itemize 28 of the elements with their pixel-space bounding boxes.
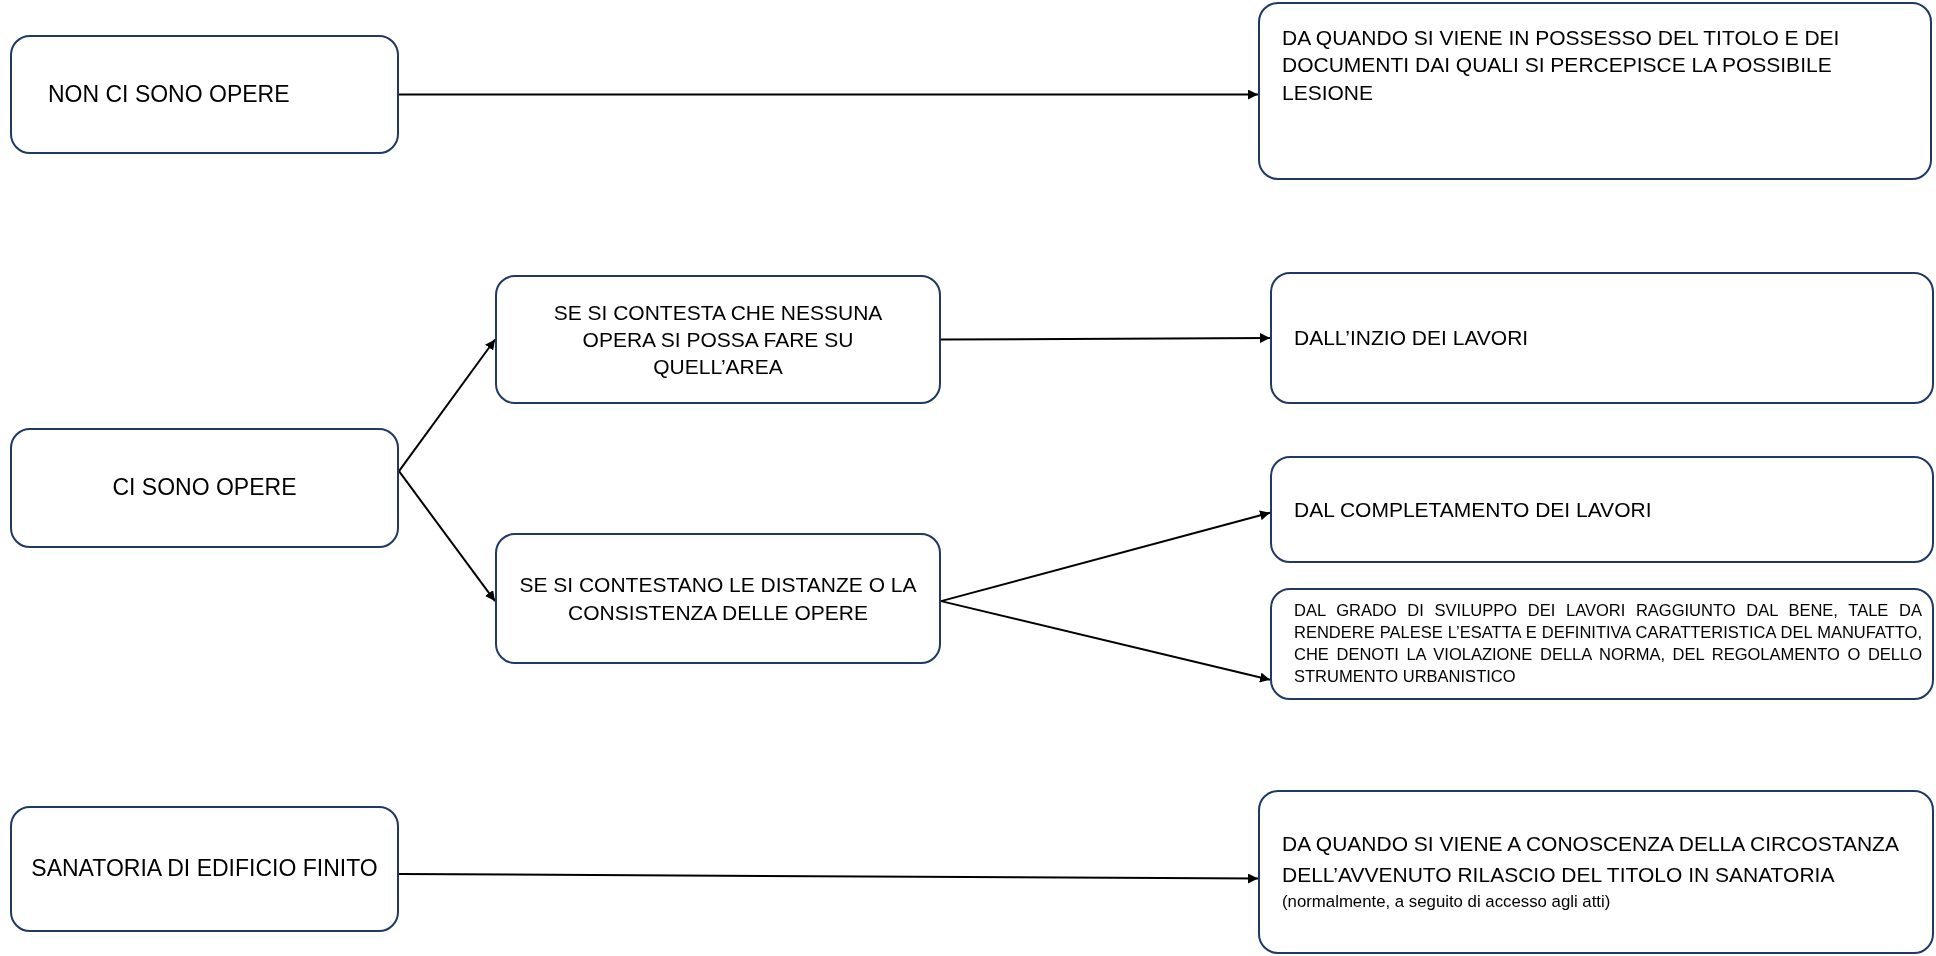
arrow [398, 89, 1259, 100]
box-text: DALL’INZIO DEI LAVORI [1294, 326, 1529, 350]
arrow [940, 600, 1271, 683]
arrow [398, 873, 1259, 884]
box-text: SE SI CONTESTA CHE NESSUNA OPERA SI POSSA FARE SU QUELL’AREA [553, 300, 883, 379]
process-box [10, 806, 399, 932]
process-box [495, 533, 941, 664]
box-text: SE SI CONTESTANO LE DISTANZE O LA CONSISTENZA DELLE OPERE [519, 573, 917, 624]
box-text: DAL GRADO DI SVILUPPO DEI LAVORI RAGGIUNTO DAL BENE, TALE DA RENDERE PALESE L’ESATTA E DEFINITIVA CARATTERISTICA DEL MANUFATTO, CHE DENOTI LA VIOLAZIONE DELLA NORMA, DEL REGOLAMENTO O DELLO STRUMENTO URBANISTICO [1294, 601, 1922, 685]
process-box [10, 428, 399, 548]
process-box [10, 35, 399, 154]
box-text: DAL COMPLETAMENTO DEI LAVORI [1294, 497, 1652, 521]
arrow [940, 333, 1271, 344]
process-box [1270, 588, 1934, 700]
box-text: (normalmente, a seguito di accesso agli atti) [1282, 892, 1611, 912]
box-text: NON CI SONO OPERE [48, 80, 290, 107]
arrow [940, 510, 1271, 603]
box-text: DA QUANDO SI VIENE IN POSSESSO DEL TITOLO E DEI DOCUMENTI DAI QUALI SI PERCEPISCE LA POSSIBILE LESIONE [1282, 26, 1840, 104]
box-text: SANATORIA DI EDIFICIO FINITO [31, 855, 378, 882]
process-box [1270, 272, 1934, 404]
arrow [398, 470, 496, 603]
box-text: DA QUANDO SI VIENE A CONOSCENZA DELLA CIRCOSTANZA DELL’AVVENUTO RILASCIO DEL TITOLO IN SANATORIA [1282, 832, 1898, 886]
process-box [1270, 456, 1934, 563]
arrow [398, 338, 496, 473]
process-box [1258, 2, 1932, 180]
process-box [495, 275, 941, 404]
box-text: CI SONO OPERE [112, 474, 297, 501]
process-box [1258, 790, 1934, 954]
